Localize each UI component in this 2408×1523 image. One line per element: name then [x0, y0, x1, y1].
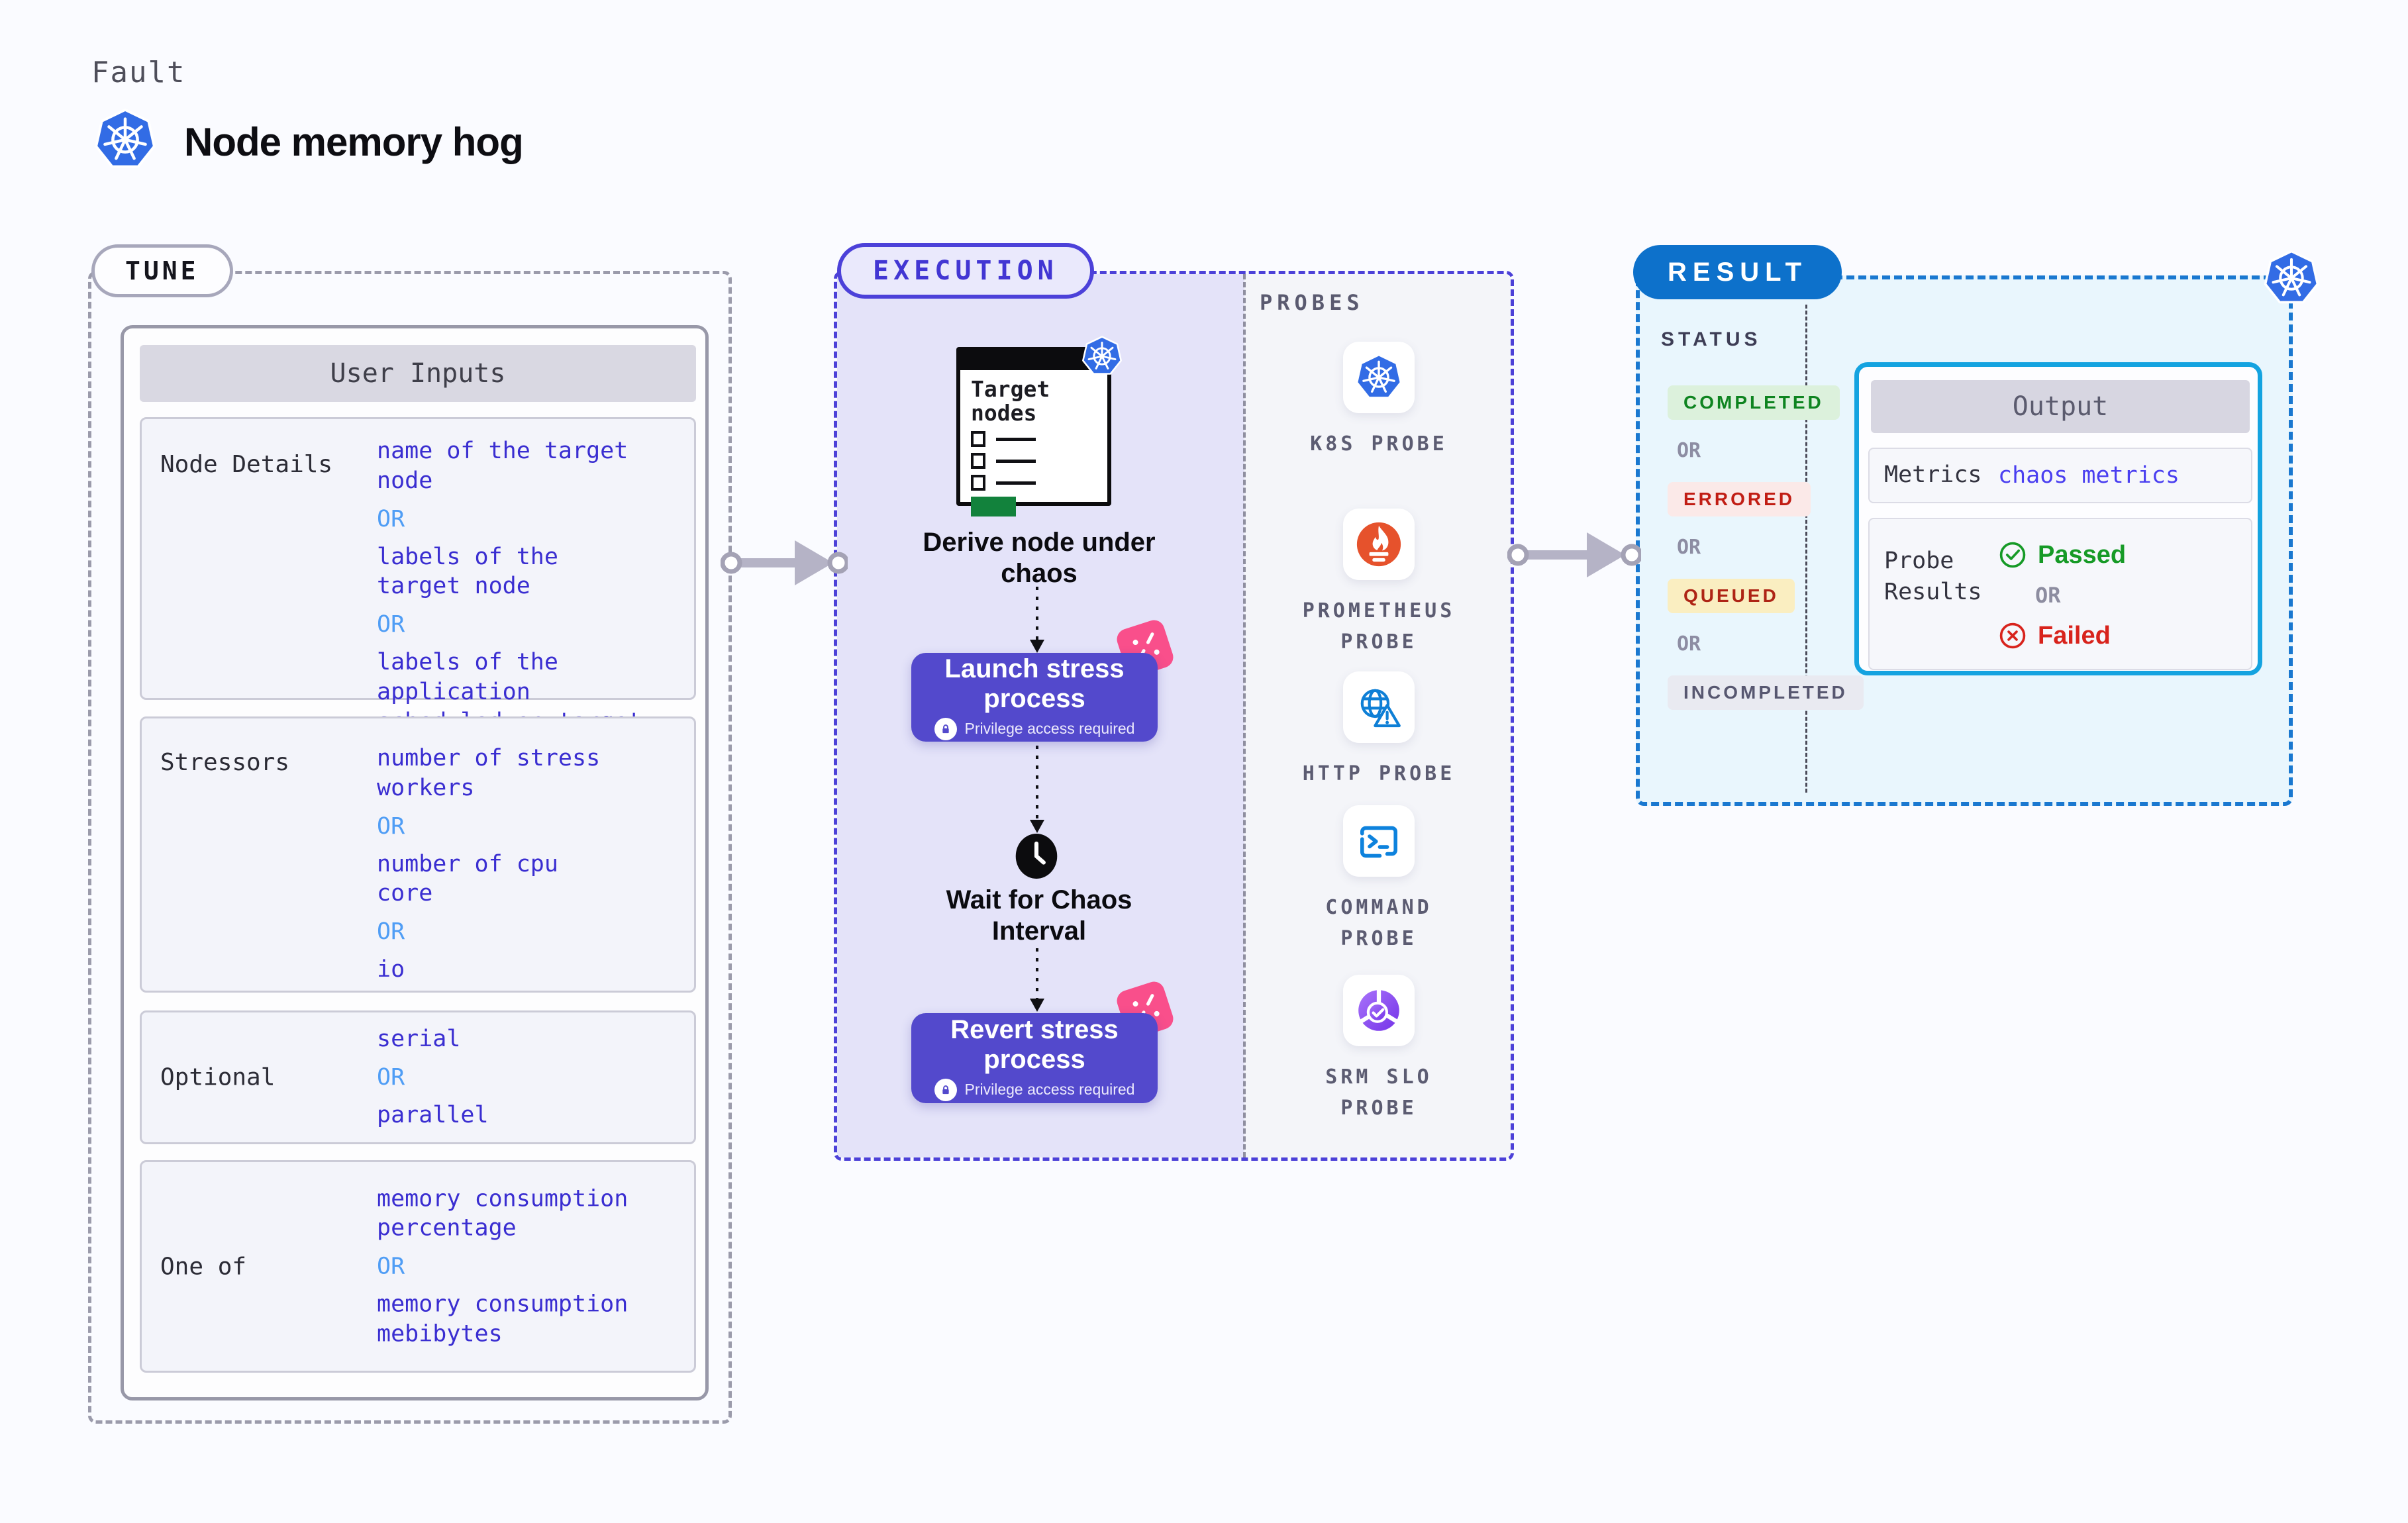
probes-title: PROBES	[1260, 290, 1364, 315]
input-option: serial	[377, 1026, 461, 1053]
kubernetes-icon	[93, 107, 158, 172]
row-label: One of	[160, 1253, 247, 1280]
or-separator: OR	[377, 505, 405, 532]
input-option: number of cpu core	[377, 850, 558, 907]
status-list: COMPLETED OR ERRORED OR QUEUED OR INCOMP…	[1668, 385, 1864, 710]
probe-label: COMMAND PROBE	[1325, 896, 1432, 950]
or-separator: OR	[377, 1253, 405, 1280]
page-title: Node memory hog	[184, 120, 524, 164]
flow-arrow-down	[1025, 947, 1049, 1013]
or-separator: OR	[2035, 583, 2061, 608]
step-title: Launch stress process	[944, 654, 1125, 713]
or-separator: OR	[377, 1064, 405, 1091]
x-circle-icon	[1999, 622, 2026, 649]
probe-k8s: K8S PROBE	[1265, 342, 1493, 460]
prometheus-icon	[1343, 509, 1415, 580]
arrow-tune-to-execution	[721, 531, 848, 595]
target-nodes-card: Target nodes	[956, 347, 1111, 517]
input-option: memory consumption percentage	[377, 1185, 628, 1242]
probe-label: PROMETHEUS PROBE	[1302, 599, 1456, 654]
input-option: parallel	[377, 1102, 489, 1128]
metrics-value: chaos metrics	[1998, 462, 2180, 489]
row-label: Optional	[160, 1063, 276, 1091]
row-one-of: One of memory consumption percentage OR …	[140, 1160, 696, 1373]
privilege-caption: Privilege access required	[964, 720, 1135, 738]
step-wait-chaos-interval: Wait for Chaos Interval	[946, 885, 1132, 946]
or-separator: OR	[377, 918, 405, 946]
row-optional: Optional serial OR parallel	[140, 1010, 696, 1144]
input-option: io	[377, 956, 405, 983]
input-option: labels of the target node	[377, 543, 558, 600]
step-title: Revert stress process	[950, 1015, 1119, 1074]
probe-label: HTTP PROBE	[1302, 762, 1456, 785]
probe-srm-slo: SRM SLO PROBE	[1265, 975, 1493, 1124]
user-inputs-card: User Inputs Node Details name of the tar…	[121, 325, 709, 1400]
lock-icon	[934, 1078, 957, 1101]
slo-gauge-icon	[1343, 975, 1415, 1046]
kubernetes-icon	[1081, 335, 1123, 377]
probe-command: COMMAND PROBE	[1265, 805, 1493, 954]
or-separator: OR	[1677, 632, 1701, 656]
checkbox-icon	[971, 453, 985, 469]
lock-icon	[934, 717, 957, 740]
probe-prometheus: PROMETHEUS PROBE	[1265, 509, 1493, 658]
kubernetes-icon	[2262, 249, 2321, 307]
row-node-details: Node Details name of the target node OR …	[140, 417, 696, 765]
metrics-row: Metrics chaos metrics	[1868, 448, 2252, 503]
checkbox-icon	[971, 475, 985, 491]
list-line	[996, 481, 1036, 485]
input-option: memory consumption mebibytes	[377, 1291, 628, 1348]
flow-arrow-down	[1025, 744, 1049, 834]
arrow-execution-to-result	[1507, 523, 1641, 587]
status-title: STATUS	[1661, 328, 1762, 350]
probes-divider	[1243, 274, 1246, 1157]
tune-badge: TUNE	[91, 244, 233, 297]
flow-arrow-down	[1025, 585, 1049, 654]
probe-label: K8S PROBE	[1310, 432, 1448, 456]
output-header: Output	[1871, 380, 2250, 433]
execution-section	[834, 271, 1514, 1161]
result-badge: RESULT	[1633, 245, 1842, 299]
row-label: Stressors	[160, 749, 290, 776]
fault-kicker: Fault	[91, 56, 186, 89]
row-stressors: Stressors number of stress workers OR nu…	[140, 716, 696, 993]
status-badge-errored: ERRORED	[1668, 482, 1811, 516]
check-circle-icon	[1999, 542, 2026, 568]
status-badge-incompleted: INCOMPLETED	[1668, 675, 1864, 710]
tune-section	[88, 271, 732, 1424]
result-divider	[1805, 305, 1807, 793]
step-derive-node: Derive node under chaos	[923, 528, 1156, 589]
or-separator: OR	[1677, 536, 1701, 559]
row-label: Node Details	[160, 451, 333, 478]
terminal-icon	[1343, 805, 1415, 877]
probe-label: SRM SLO PROBE	[1325, 1065, 1432, 1120]
execution-badge: EXECUTION	[837, 243, 1094, 299]
target-card-title: Target nodes	[971, 376, 1050, 426]
or-separator: OR	[377, 812, 405, 840]
list-line	[996, 459, 1036, 463]
list-line	[996, 437, 1036, 441]
green-progress-bar	[971, 497, 1016, 517]
revert-stress-process-node: Revert stress process Privilege access r…	[911, 1013, 1158, 1103]
or-separator: OR	[1677, 439, 1701, 462]
kubernetes-icon	[1343, 342, 1415, 413]
output-card: Output Metrics chaos metrics Probe Resul…	[1854, 362, 2262, 675]
passed-label: Passed	[2038, 540, 2127, 569]
or-separator: OR	[377, 611, 405, 638]
probe-results-row: Probe Results Passed OR Failed	[1868, 518, 2252, 670]
input-option: number of stress workers	[377, 745, 601, 801]
globe-warning-icon	[1343, 671, 1415, 743]
probe-results-label: Probe Results	[1884, 548, 1982, 606]
checkbox-icon	[971, 431, 985, 448]
status-badge-completed: COMPLETED	[1668, 385, 1840, 420]
launch-stress-process-node: Launch stress process Privilege access r…	[911, 653, 1158, 742]
failed-label: Failed	[2038, 621, 2111, 650]
probe-http: HTTP PROBE	[1265, 671, 1493, 790]
input-option: name of the target node	[377, 438, 628, 494]
metrics-label: Metrics	[1884, 462, 1982, 489]
clock-icon	[1014, 832, 1059, 881]
status-badge-queued: QUEUED	[1668, 579, 1795, 613]
privilege-caption: Privilege access required	[964, 1081, 1135, 1099]
user-inputs-header: User Inputs	[140, 345, 696, 402]
